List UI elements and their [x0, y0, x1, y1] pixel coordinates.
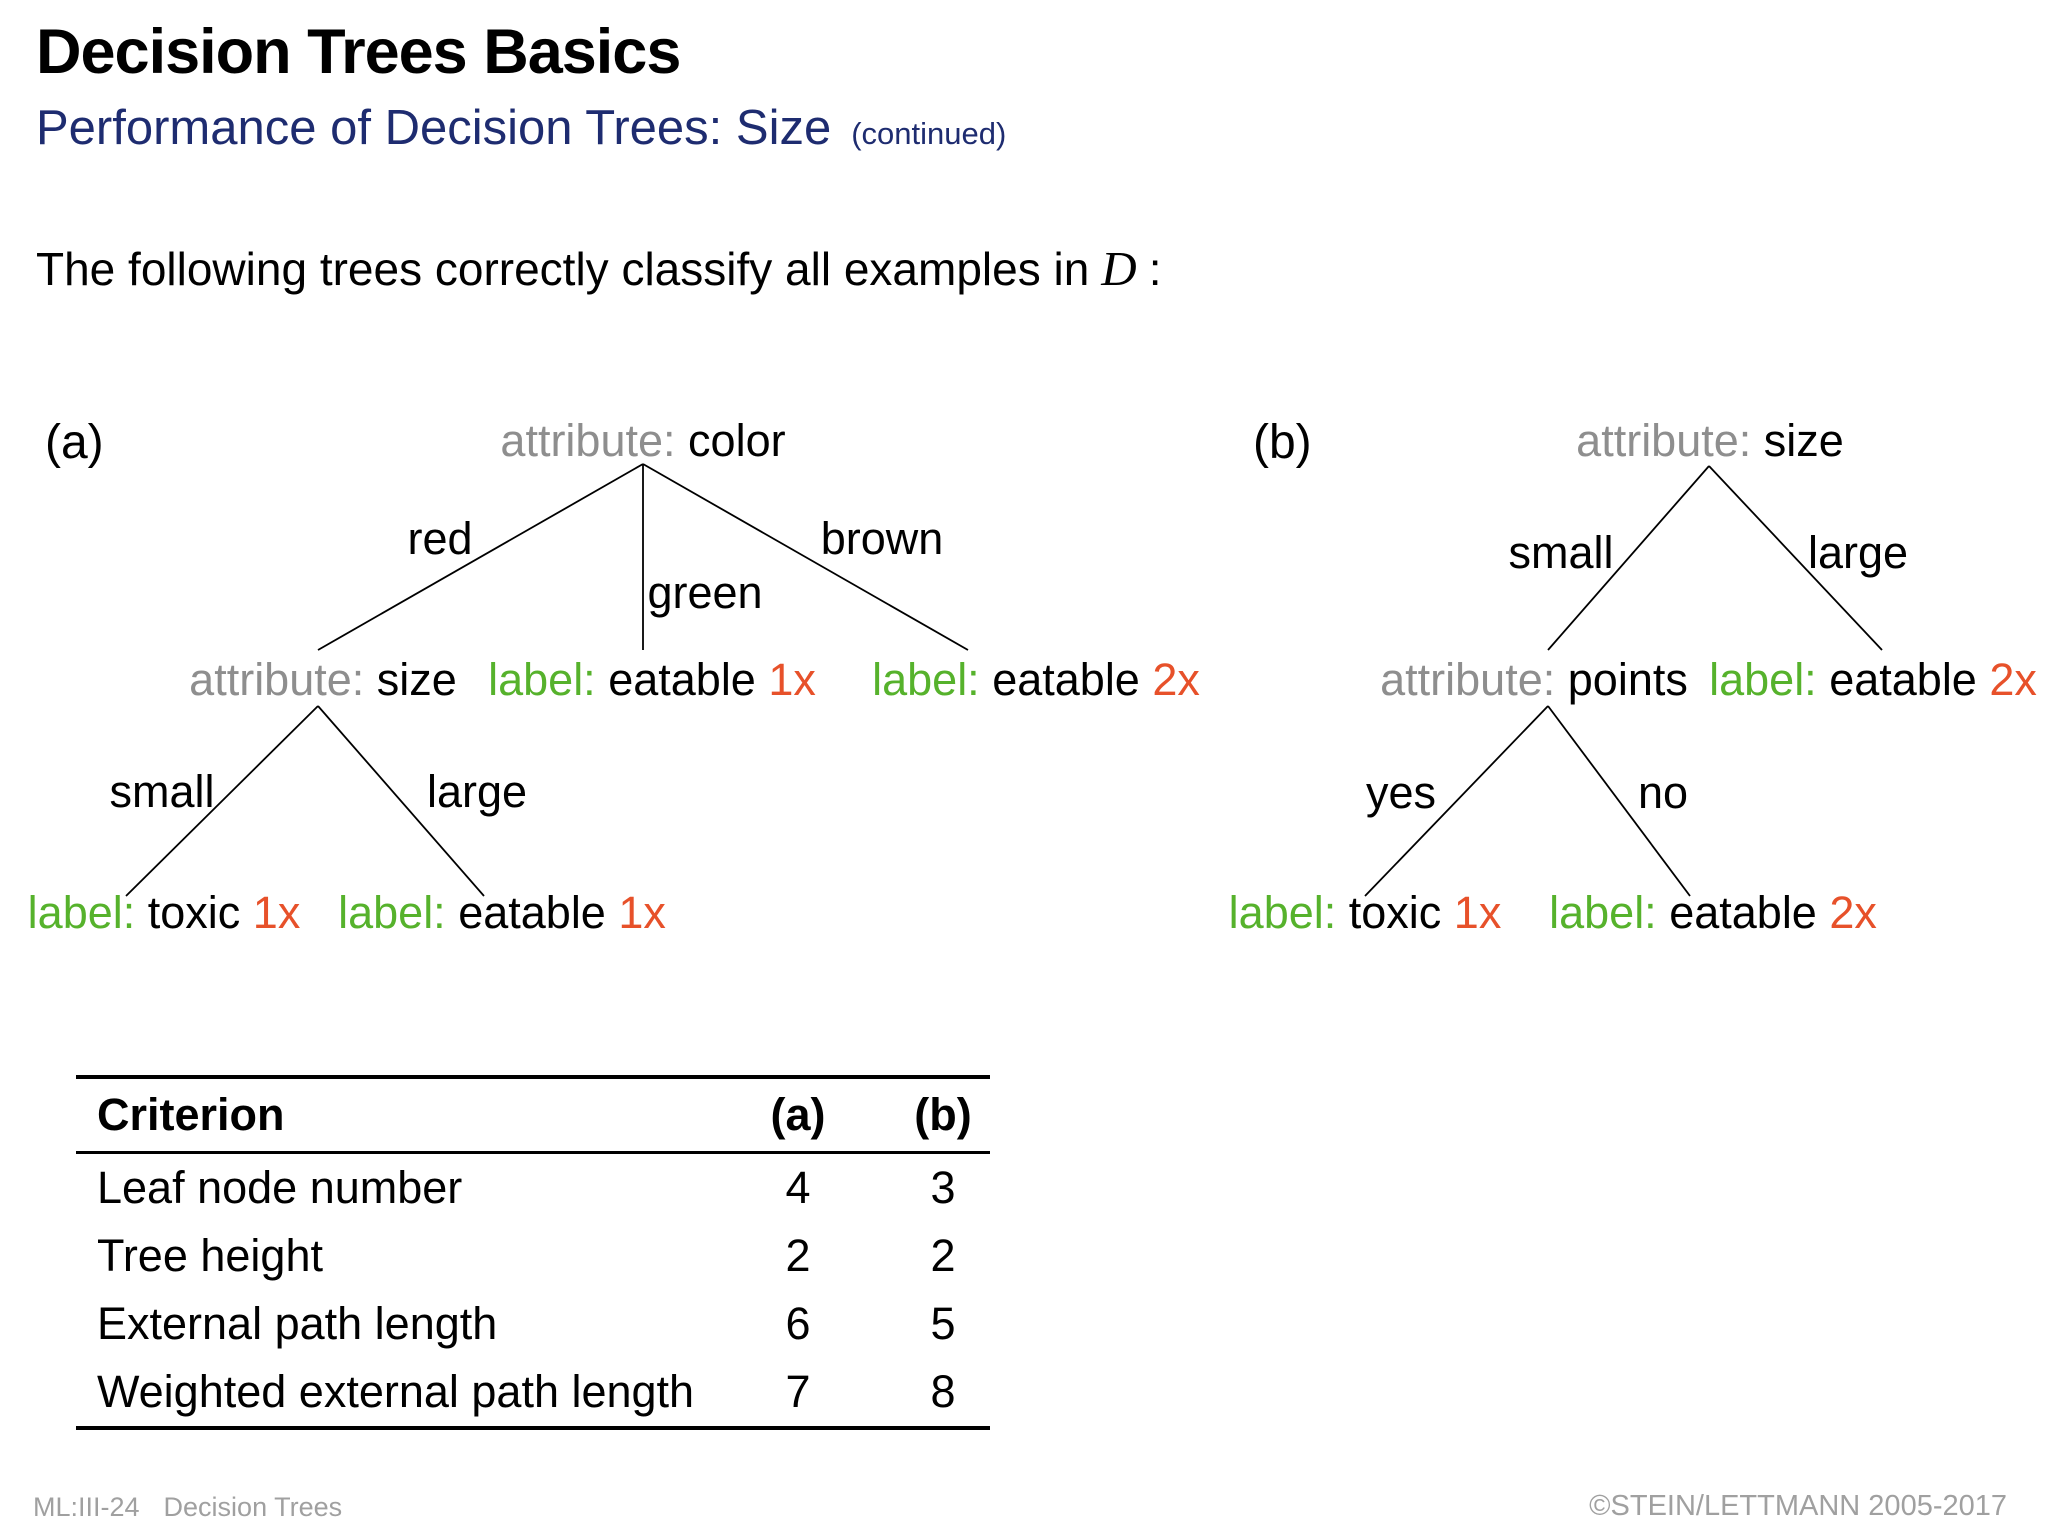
- row-value-b: 8: [930, 1366, 956, 1417]
- label-prefix: label:: [872, 654, 980, 705]
- row-criterion: External path length: [97, 1298, 498, 1349]
- label-count: 1x: [768, 654, 816, 705]
- attribute-value: size: [376, 654, 457, 705]
- row-value-b: 2: [930, 1230, 956, 1281]
- row-criterion: Leaf node number: [97, 1162, 463, 1213]
- tree-a-branch-large: large: [426, 766, 528, 817]
- label-count: 2x: [1152, 654, 1200, 705]
- label-prefix: label:: [1709, 654, 1817, 705]
- page-subtitle: Performance of Decision Trees: Size: [36, 101, 832, 155]
- attribute-prefix: attribute:: [1576, 415, 1752, 466]
- attribute-value: points: [1567, 654, 1688, 705]
- tree-a-leaf-eatable-green: label: eatable 1x: [488, 654, 816, 706]
- table-mid-rule: [76, 1151, 990, 1154]
- attribute-prefix: attribute:: [1380, 654, 1556, 705]
- label-count: 2x: [1989, 654, 2037, 705]
- footer-course-title: Decision Trees: [163, 1492, 343, 1522]
- tree-b-branch-small: small: [1508, 527, 1614, 578]
- label-value: toxic: [147, 887, 241, 938]
- table-top-rule: [76, 1075, 990, 1079]
- footer-slide-id: ML:III-24: [33, 1492, 140, 1522]
- tree-a-tag: (a): [45, 416, 104, 469]
- page-subtitle-row: Performance of Decision Trees: Size (con…: [36, 100, 1006, 156]
- table-row: Weighted external path length 7 8: [76, 1358, 990, 1426]
- label-count: 1x: [252, 887, 301, 938]
- row-value-a: 4: [785, 1162, 811, 1213]
- header-criterion: Criterion: [97, 1089, 285, 1140]
- row-value-a: 6: [785, 1298, 811, 1349]
- page-title: Decision Trees Basics: [36, 17, 681, 87]
- intro-text-after: :: [1148, 243, 1162, 295]
- criteria-table: Criterion (a) (b) Leaf node number 4 3 T…: [76, 1075, 990, 1430]
- attribute-prefix: attribute:: [189, 654, 365, 705]
- label-value: eatable: [992, 654, 1140, 705]
- tree-b-leaf-eatable-no: label: eatable 2x: [1549, 887, 1877, 939]
- label-value: eatable: [608, 654, 756, 705]
- header-a: (a): [770, 1089, 826, 1140]
- tree-a-branch-small: small: [109, 766, 215, 817]
- tree-b-branch-yes: yes: [1365, 767, 1437, 818]
- row-value-b: 3: [930, 1162, 956, 1213]
- label-count: 1x: [618, 887, 666, 938]
- footer-left: ML:III-24 Decision Trees: [33, 1492, 342, 1523]
- tree-a-node-size: attribute: size: [189, 654, 457, 706]
- tree-b-leaf-eatable-large: label: eatable 2x: [1709, 654, 2037, 706]
- label-value: eatable: [1829, 654, 1977, 705]
- label-value: eatable: [1669, 887, 1817, 938]
- header-b: (b): [914, 1089, 972, 1140]
- label-value: toxic: [1348, 887, 1442, 938]
- table-row: External path length 6 5: [76, 1290, 990, 1358]
- row-criterion: Weighted external path length: [97, 1366, 695, 1417]
- row-value-a: 2: [785, 1230, 811, 1281]
- tree-a-branch-brown: brown: [820, 513, 944, 564]
- footer-copyright: ©STEIN/LETTMANN 2005-2017: [1589, 1490, 2007, 1522]
- tree-b-tag: (b): [1253, 416, 1312, 469]
- intro-text-before: The following trees correctly classify a…: [36, 243, 1090, 295]
- tree-a-leaf-eatable-large: label: eatable 1x: [338, 887, 666, 939]
- row-criterion: Tree height: [97, 1230, 323, 1281]
- row-value-b: 5: [930, 1298, 956, 1349]
- attribute-value: color: [688, 415, 786, 466]
- tree-b-branch-no: no: [1637, 767, 1689, 818]
- label-prefix: label:: [488, 654, 596, 705]
- table-header-row: Criterion (a) (b): [76, 1079, 990, 1151]
- attribute-prefix: attribute:: [500, 415, 676, 466]
- tree-a-branch-red: red: [407, 513, 473, 564]
- label-prefix: label:: [338, 887, 446, 938]
- subtitle-continued-note: (continued): [851, 116, 1007, 151]
- table-bottom-rule: [76, 1426, 990, 1430]
- intro-sentence: The following trees correctly classify a…: [36, 240, 1161, 297]
- label-count: 2x: [1829, 887, 1877, 938]
- tree-a-root-node: attribute: color: [500, 415, 785, 467]
- label-prefix: label:: [1228, 887, 1337, 938]
- tree-a-leaf-eatable-brown: label: eatable 2x: [872, 654, 1200, 706]
- tree-b-leaf-toxic: label: toxic 1x: [1229, 887, 1502, 939]
- table-row: Tree height 2 2: [76, 1222, 990, 1290]
- attribute-value: size: [1763, 415, 1844, 466]
- tree-a-leaf-toxic: label: toxic 1x: [28, 887, 301, 939]
- label-prefix: label:: [1549, 887, 1657, 938]
- tree-a-branch-green: green: [647, 567, 763, 618]
- math-symbol-d: D: [1101, 241, 1137, 296]
- tree-b-node-points: attribute: points: [1380, 654, 1688, 706]
- label-count: 1x: [1453, 887, 1502, 938]
- label-prefix: label:: [27, 887, 136, 938]
- table-row: Leaf node number 4 3: [76, 1154, 990, 1222]
- label-value: eatable: [458, 887, 606, 938]
- row-value-a: 7: [785, 1366, 811, 1417]
- tree-b-branch-large: large: [1807, 527, 1909, 578]
- tree-b-root-node: attribute: size: [1576, 415, 1844, 467]
